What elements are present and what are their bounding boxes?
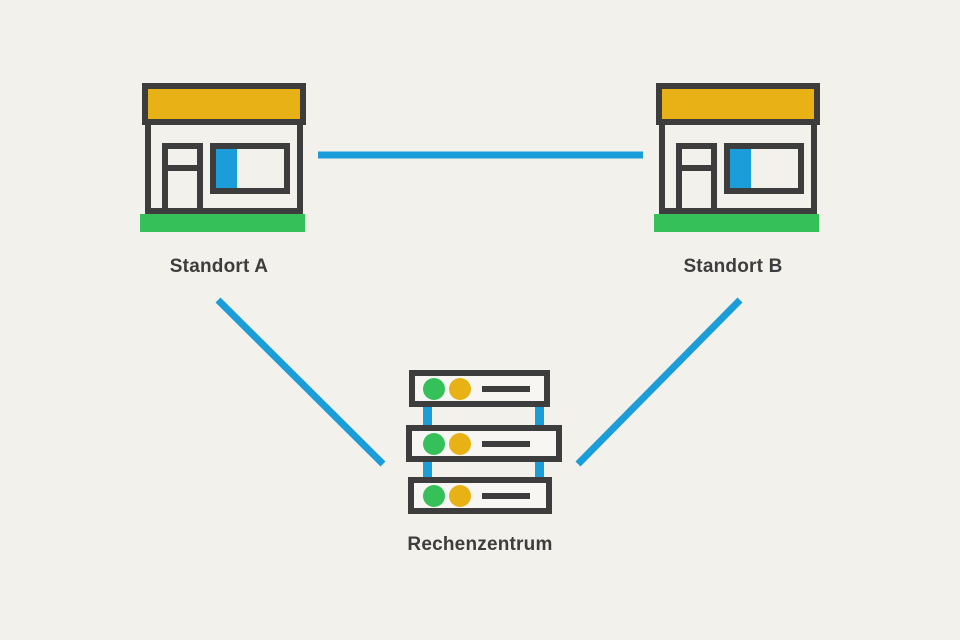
ground-bar-icon [654,214,819,232]
window-blue-pane-icon [216,149,237,188]
status-led-green-icon [423,433,445,455]
node-datacenter[interactable]: Rechenzentrum [406,370,562,555]
status-led-green-icon [423,485,445,507]
door-icon [676,143,717,214]
node-label-datacenter: Rechenzentrum [407,534,552,555]
connection-layer [215,151,743,467]
ground-bar-icon [140,214,305,232]
awning-icon [142,83,306,125]
storefront-icon [659,122,817,214]
window-icon [210,143,290,194]
status-led-amber-icon [449,485,471,507]
connection-site-a-to-datacenter[interactable] [215,297,386,467]
rack-connector-icon [423,459,432,479]
awning-icon [656,83,820,125]
node-site-b[interactable]: Standort B [654,83,820,277]
node-site-a[interactable]: Standort A [140,83,306,277]
server-unit-icon [408,477,552,514]
door-icon [162,143,203,214]
rack-connector-icon [535,459,544,479]
status-led-amber-icon [449,378,471,400]
node-label-site-a: Standort A [170,256,268,277]
server-unit-icon [406,425,562,462]
server-slot-icon [482,493,530,499]
server-unit-icon [409,370,550,407]
window-icon [724,143,804,194]
status-led-green-icon [423,378,445,400]
rack-connector-icon [423,406,432,426]
server-slot-icon [482,386,530,392]
status-led-amber-icon [449,433,471,455]
storefront-icon [145,122,303,214]
server-slot-icon [482,441,530,447]
rack-connector-icon [535,406,544,426]
window-blue-pane-icon [730,149,751,188]
node-label-site-b: Standort B [683,256,782,277]
connection-site-b-to-datacenter[interactable] [575,297,743,467]
